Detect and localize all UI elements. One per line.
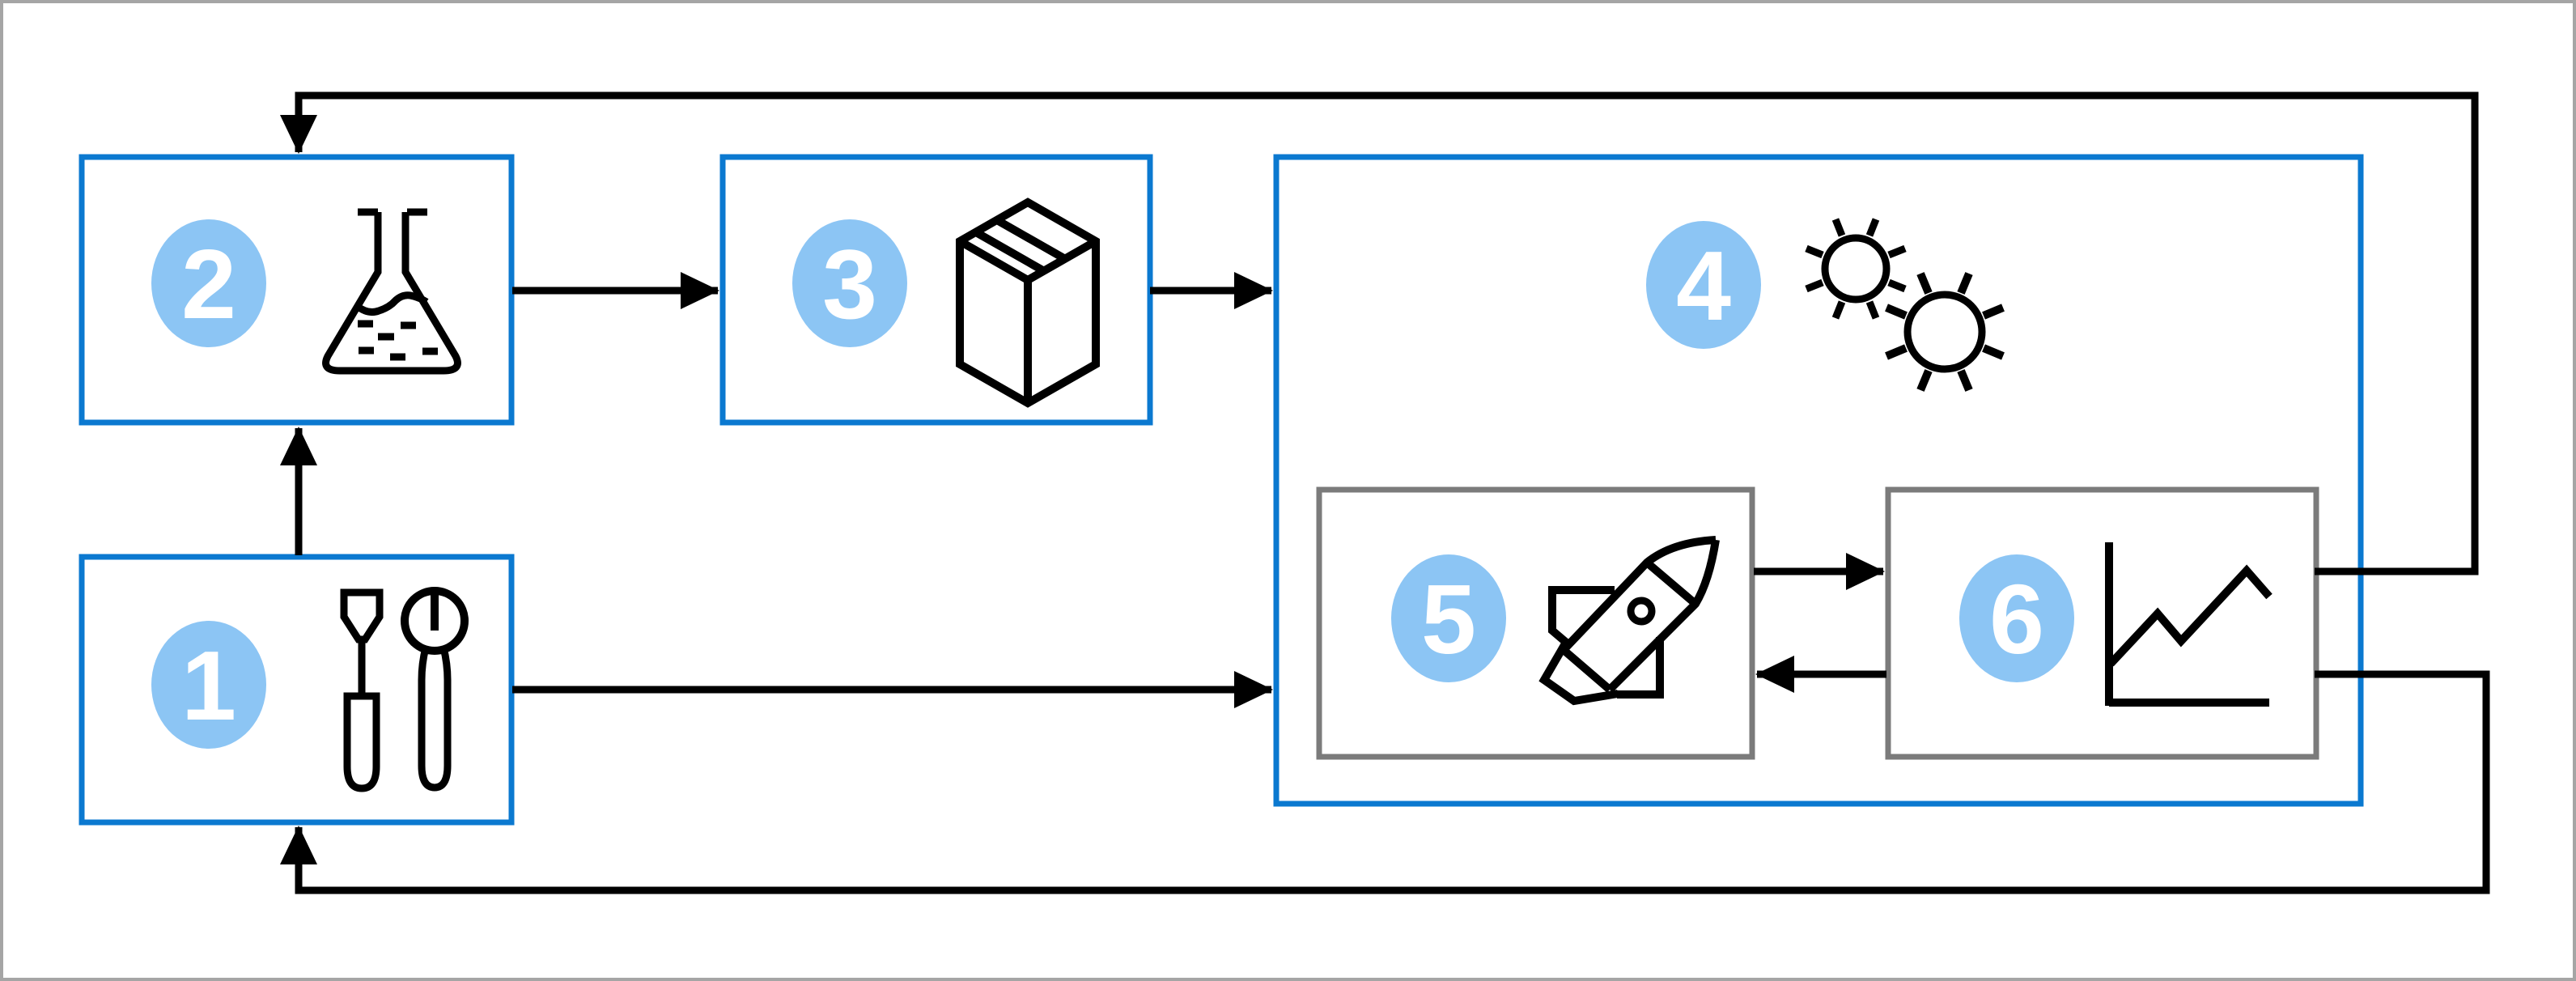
step-5-badge bbox=[1391, 554, 1506, 682]
step-6-badge bbox=[1959, 554, 2074, 682]
rocket-right-fin bbox=[1617, 637, 1664, 699]
step-3-box bbox=[719, 154, 1153, 426]
sun-1-body bbox=[1821, 234, 1891, 304]
step-5-number: 5 bbox=[1421, 564, 1476, 674]
step-1-number: 1 bbox=[181, 631, 236, 741]
tools-icon bbox=[340, 587, 469, 792]
rocket-window bbox=[1627, 597, 1656, 626]
wrench-handle bbox=[418, 646, 452, 792]
step-2-badge bbox=[151, 219, 266, 347]
step-3-badge bbox=[792, 219, 907, 347]
sun-1-rays bbox=[1805, 218, 1907, 320]
package-inner-edges bbox=[957, 237, 1098, 403]
rocket-left-fin bbox=[1548, 586, 1615, 648]
flask-icon bbox=[322, 208, 461, 375]
sun-2-rays bbox=[1885, 272, 2005, 392]
rocket-nose-body bbox=[1560, 536, 1720, 693]
feedback-loop-top-arrow bbox=[280, 91, 2479, 575]
step-4-number: 4 bbox=[1676, 231, 1731, 341]
step-6-number: 6 bbox=[1989, 564, 2044, 674]
step-2-box bbox=[79, 154, 515, 426]
node-step-1: 1 bbox=[79, 554, 515, 826]
flask-liquid-wave bbox=[354, 291, 429, 316]
screwdriver-handle bbox=[343, 692, 380, 792]
flask-liquid-dashes bbox=[358, 320, 438, 361]
step-2-number: 2 bbox=[181, 229, 236, 339]
sun-2-body bbox=[1903, 291, 1986, 373]
step-6-box bbox=[1885, 486, 2319, 760]
step-3-number: 3 bbox=[822, 229, 877, 339]
chart-icon bbox=[2105, 542, 2273, 707]
flask-body bbox=[322, 212, 461, 375]
rocket-icon bbox=[1538, 536, 1720, 706]
node-step-3: 3 bbox=[719, 154, 1153, 426]
rocket-tail-fin bbox=[1538, 637, 1619, 706]
edges bbox=[280, 91, 2490, 894]
step-1-badge bbox=[151, 621, 266, 749]
chart-trend-line bbox=[2107, 564, 2273, 667]
node-step-2: 2 bbox=[79, 154, 515, 426]
node-step-5: 5 bbox=[1316, 486, 1755, 760]
step-5-box bbox=[1316, 486, 1755, 760]
feedback-loop-bottom-arrow bbox=[280, 670, 2490, 894]
node-step-6: 6 bbox=[1885, 486, 2319, 760]
step-4-badge bbox=[1646, 221, 1761, 349]
suns-icon bbox=[1805, 218, 2005, 392]
package-tape bbox=[974, 216, 1069, 276]
package-icon bbox=[956, 197, 1100, 408]
